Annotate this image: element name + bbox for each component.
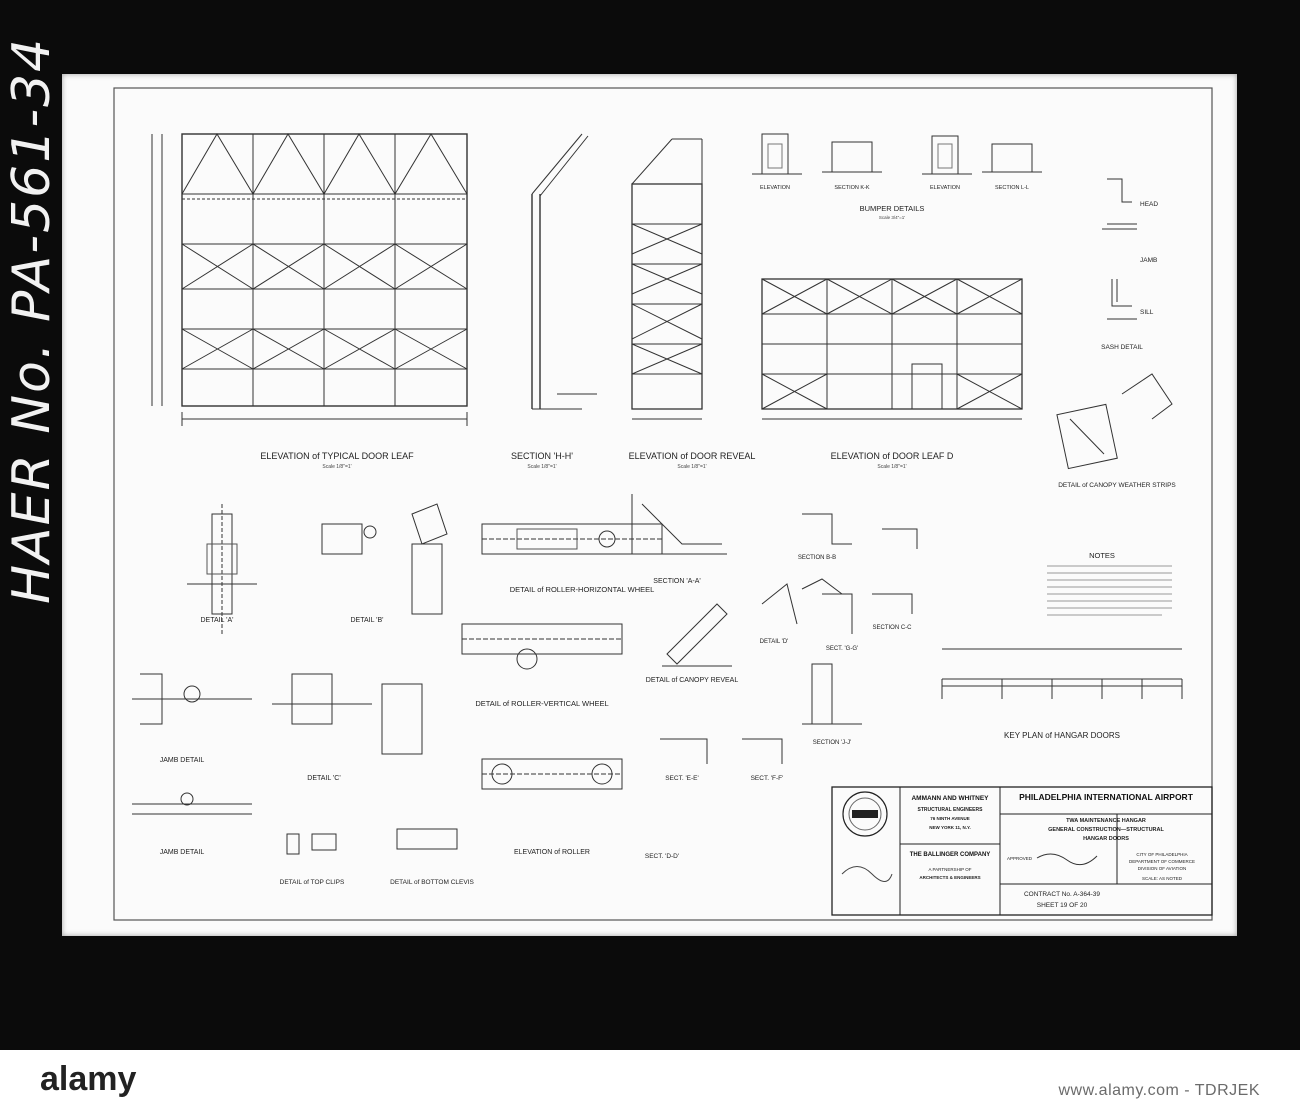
section-aa [631, 494, 727, 555]
black-photo-frame: HAER No. PA-561-34 [0, 0, 1300, 1050]
door-leaf-scale: Scale 1/8"=1' [322, 464, 351, 470]
roller-vertical-title: DETAIL of ROLLER-VERTICAL WHEEL [475, 699, 608, 708]
section-bb-title: SECTION B-B [798, 555, 836, 561]
bumper-section-l-label: SECTION L-L [995, 185, 1029, 191]
jamb-detail-upper [132, 673, 252, 725]
detail-a-title: DETAIL 'A' [200, 617, 233, 624]
roller-vertical-wheel [461, 623, 623, 670]
title-block [831, 786, 1213, 916]
canopy-strips-title: DETAIL of CANOPY WEATHER STRIPS [1058, 482, 1176, 489]
sash-details [1102, 178, 1137, 320]
head-label: HEAD [1140, 201, 1158, 208]
detail-b-title: DETAIL 'B' [350, 617, 383, 624]
scale-note: SCALE: AS NOTED [1142, 876, 1183, 881]
top-clips-title: DETAIL of TOP CLIPS [280, 879, 345, 886]
canopy-weather-strips [1056, 373, 1173, 470]
city-line1: CITY OF PHILADELPHIA [1136, 852, 1187, 857]
bumper-details [752, 133, 1042, 175]
door-leaf-title: ELEVATION of TYPICAL DOOR LEAF [260, 451, 414, 461]
drawing-sheet: ELEVATION of TYPICAL DOOR LEAF Scale 1/8… [62, 74, 1237, 936]
sect-ee-title: SECT. 'E-E' [665, 775, 699, 782]
detail-a [187, 504, 257, 634]
canopy-reveal [662, 603, 732, 667]
roller-elevation [481, 758, 623, 790]
notes-title: NOTES [1089, 551, 1115, 560]
bumper-details-scale: Scale 3/4"=1' [879, 215, 905, 220]
jamb-detail-title: JAMB DETAIL [160, 757, 205, 764]
section-aa-title: SECTION 'A-A' [653, 578, 700, 585]
roller-elevation-title: ELEVATION of ROLLER [514, 849, 590, 856]
project-title: PHILADELPHIA INTERNATIONAL AIRPORT [1019, 792, 1194, 802]
key-plan-title: KEY PLAN of HANGAR DOORS [1004, 731, 1120, 740]
stock-footer: alamy www.alamy.com - TDRJEK [0, 1050, 1300, 1114]
firm1-role: STRUCTURAL ENGINEERS [918, 807, 984, 813]
detail-c-title: DETAIL 'C' [307, 775, 340, 782]
firm2-role2: ARCHITECTS & ENGINEERS [919, 875, 980, 880]
notes-lines [1047, 565, 1172, 616]
bumper-elevation-label: ELEVATION [760, 185, 790, 191]
project-line2: GENERAL CONSTRUCTION—STRUCTURAL [1048, 827, 1164, 833]
roller-horizontal-title: DETAIL of ROLLER-HORIZONTAL WHEEL [510, 585, 655, 594]
detail-d-title: DETAIL 'D' [760, 639, 789, 645]
sect-gg-title: SECT. 'G-G' [826, 646, 858, 652]
blueprint-drawing: ELEVATION of TYPICAL DOOR LEAF Scale 1/8… [113, 87, 1213, 921]
key-plan [941, 648, 1183, 699]
detail-d-gg [761, 583, 853, 634]
door-leaf-d-elevation [761, 278, 1023, 420]
section-hh-title: SECTION 'H-H' [511, 451, 573, 461]
detail-c [272, 673, 423, 755]
door-leaf-d-title: ELEVATION of DOOR LEAF D [831, 451, 954, 461]
jamb-detail2-title: JAMB DETAIL [160, 849, 205, 856]
section-cc-title: SECTION C-C [873, 625, 913, 631]
canopy-reveal-title: DETAIL of CANOPY REVEAL [646, 677, 739, 684]
firm1-name: AMMANN AND WHITNEY [911, 795, 989, 802]
jamb-detail-lower [132, 792, 252, 815]
project-line3: HANGAR DOORS [1083, 836, 1129, 842]
sect-dd-title: SECT. 'D-D' [645, 853, 679, 860]
clips-clevis [286, 828, 458, 855]
approval-signature [1036, 853, 1098, 866]
door-reveal-elevation [631, 138, 703, 420]
bottom-clevis-title: DETAIL of BOTTOM CLEVIS [390, 879, 474, 886]
section-hh-scale: Scale 1/8"=1' [527, 464, 556, 470]
firm1-address2: NEW YORK 11, N.Y. [929, 825, 970, 830]
bumper-elevation2-label: ELEVATION [930, 185, 960, 191]
sheet-border [113, 87, 1213, 921]
contract-number: CONTRACT No. A-364-39 [1024, 891, 1100, 898]
city-line3: DIVISION OF AVIATION [1138, 866, 1187, 871]
section-bb-cc [801, 513, 918, 614]
city-line2: DEPARTMENT OF COMMERCE [1129, 859, 1195, 864]
sash-detail-label: SASH DETAIL [1101, 344, 1143, 351]
roller-horizontal-wheel [481, 523, 663, 555]
jamb-label: JAMB [1140, 257, 1157, 264]
sect-ee-ff [660, 738, 783, 764]
door-reveal-title: ELEVATION of DOOR REVEAL [629, 451, 756, 461]
sill-label: SILL [1140, 309, 1154, 316]
door-reveal-scale: Scale 1/8"=1' [677, 464, 706, 470]
bumper-details-title: BUMPER DETAILS [860, 204, 925, 213]
door-leaf-elevation [151, 133, 468, 426]
project-line1: TWA MAINTENANCE HANGAR [1066, 818, 1146, 824]
detail-b [321, 503, 448, 615]
bumper-section-k-label: SECTION K-K [834, 185, 869, 191]
firm1-address1: 76 NINTH AVENUE [930, 816, 970, 821]
alamy-logo: alamy [40, 1060, 137, 1098]
firm2-name: THE BALLINGER COMPANY [910, 852, 991, 858]
approved-label: APPROVED [1007, 856, 1033, 861]
sheet-number: SHEET 19 OF 20 [1037, 902, 1088, 909]
door-leaf-d-scale: Scale 1/8"=1' [877, 464, 906, 470]
firm2-role1: A PARTNERSHIP OF [928, 867, 971, 872]
image-id: www.alamy.com - TDRJEK [1058, 1082, 1260, 1099]
sect-ff-title: SECT. 'F-F' [751, 775, 784, 782]
section-jj-title: SECTION 'J-J' [813, 740, 852, 746]
section-hh [531, 133, 597, 410]
haer-stamp: HAER No. PA-561-34 [2, 36, 62, 604]
section-jj [802, 663, 862, 725]
